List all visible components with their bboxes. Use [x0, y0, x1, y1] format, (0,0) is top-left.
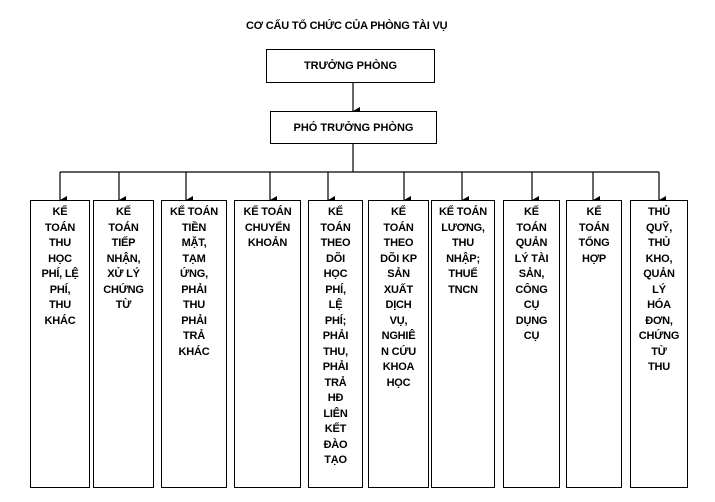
dept-box-general-accounting: KẾ TOÁN TỔNG HỢP: [566, 200, 622, 488]
chart-title: CƠ CẤU TỔ CHỨC CỦA PHÒNG TÀI VỤ: [246, 20, 448, 32]
dept-box-bank-transfer: KẾ TOÁN CHUYỂN KHOẢN: [234, 200, 301, 488]
deputy-head-box: PHÓ TRƯỞNG PHÒNG: [270, 111, 437, 144]
head-of-department-box: TRƯỞNG PHÒNG: [266, 49, 435, 83]
dept-box-research-services: KẾ TOÁN THEO DÕI KP SẢN XUẤT DỊCH VỤ, NG…: [368, 200, 429, 488]
dept-box-tuition-fees: KẾ TOÁN THU HỌC PHÍ, LỆ PHÍ, THU KHÁC: [30, 200, 90, 488]
dept-box-payroll-tax: KẾ TOÁN LƯƠNG, THU NHẬP; THUẾ TNCN: [431, 200, 495, 488]
dept-box-treasurer: THỦ QUỸ, THỦ KHO, QUẢN LÝ HÓA ĐƠN, CHỨNG…: [630, 200, 688, 488]
dept-box-voucher-processing: KẾ TOÁN TIẾP NHẬN, XỬ LÝ CHỨNG TỪ: [93, 200, 154, 488]
dept-box-assets-tools: KẾ TOÁN QUẢN LÝ TÀI SẢN, CÔNG CỤ DỤNG CỤ: [503, 200, 560, 488]
dept-box-cash-advances: KẾ TOÁN TIỀN MẶT, TẠM ỨNG, PHẢI THU PHẢI…: [161, 200, 227, 488]
dept-box-joint-training: KẾ TOÁN THEO DÕI HỌC PHÍ, LỆ PHÍ; PHẢI T…: [308, 200, 363, 488]
